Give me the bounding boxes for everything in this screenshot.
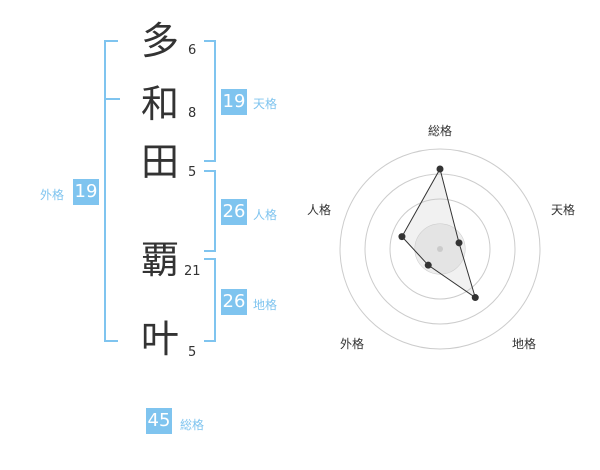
- radar-point-1: [436, 165, 444, 173]
- radar-center-dot: [437, 246, 443, 252]
- radar-axis-label-tenkaku: 天格: [550, 203, 575, 217]
- radar-polygon: [401, 167, 477, 299]
- radar-ring: [339, 148, 541, 350]
- name-char-1: 多: [140, 19, 179, 63]
- gaikaku-bracket: [104, 40, 118, 342]
- name-char-2: 和: [140, 82, 179, 126]
- chikaku-value: 26: [221, 289, 247, 315]
- stroke-count-2: 8: [188, 106, 197, 121]
- radar-point-4: [424, 261, 432, 269]
- stroke-count-3: 5: [188, 165, 197, 180]
- name-char-3: 田: [140, 140, 179, 184]
- soukaku-value: 45: [146, 408, 172, 434]
- jinkaku-value: 26: [221, 199, 247, 225]
- gaikaku-bracket-tick: [106, 98, 120, 100]
- jinkaku-label: 人格: [253, 208, 278, 222]
- tenkaku-bracket: [204, 40, 216, 162]
- radar-point-5: [398, 233, 406, 241]
- name-char-5: 叶: [140, 317, 179, 361]
- stroke-count-5: 5: [188, 345, 197, 360]
- radar-point-3: [471, 294, 479, 302]
- radar-axis-label-chikaku: 地格: [511, 337, 536, 351]
- gaikaku-value: 19: [73, 179, 99, 205]
- soukaku-label: 総格: [180, 418, 205, 432]
- gaikaku-label: 外格: [40, 188, 65, 202]
- stroke-count-4: 21: [184, 264, 201, 279]
- stroke-count-1: 6: [188, 43, 197, 58]
- radar-axis-label-soukaku: 総格: [427, 124, 452, 138]
- radar-axis-label-jinkaku: 人格: [306, 203, 331, 217]
- radar-ring: [364, 173, 516, 325]
- radar-ring: [389, 198, 491, 300]
- tenkaku-label: 天格: [253, 97, 278, 111]
- radar-axis-label-gaikaku: 外格: [339, 337, 364, 351]
- name-char-4: 覇: [140, 238, 179, 282]
- chikaku-bracket: [204, 258, 216, 342]
- tenkaku-value: 19: [221, 89, 247, 115]
- radar-point-2: [455, 239, 463, 247]
- chikaku-label: 地格: [253, 298, 278, 312]
- jinkaku-bracket: [204, 170, 216, 252]
